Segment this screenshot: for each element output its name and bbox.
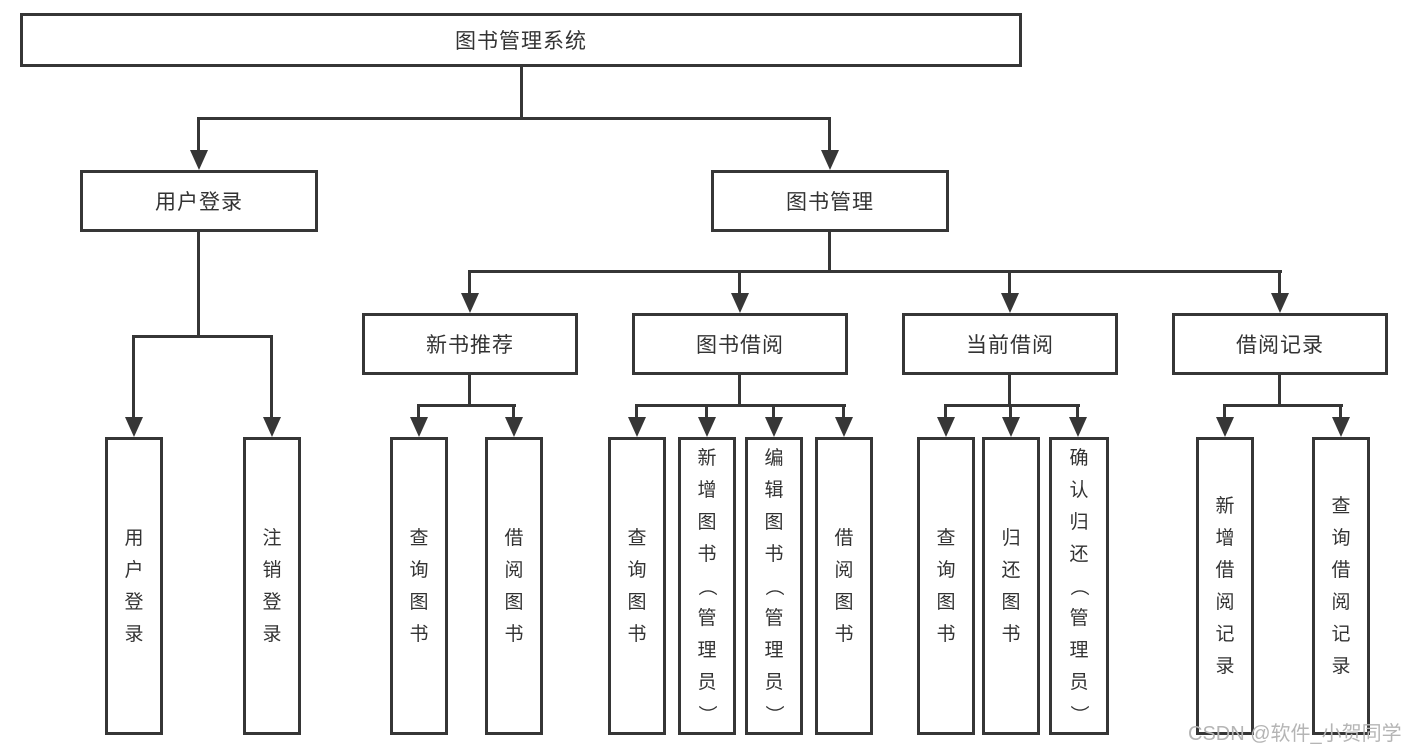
connector-line <box>132 335 273 338</box>
node-label: 用户登录 <box>124 527 144 645</box>
connector-line <box>1076 404 1079 419</box>
connector-line <box>417 404 516 407</box>
node-root: 图书管理系统 <box>20 13 1022 67</box>
connector-line <box>520 67 523 120</box>
connector-line <box>1278 375 1281 407</box>
node-leaf-logout: 注销登录 <box>243 437 301 735</box>
arrowhead-down-icon <box>1069 417 1087 437</box>
node-leaf-add-books-admin: 新增图书（管理员） <box>678 437 736 735</box>
connector-line <box>132 335 135 419</box>
arrowhead-down-icon <box>505 417 523 437</box>
node-label: 归还图书 <box>1001 527 1021 645</box>
node-book-borrowing: 图书借阅 <box>632 313 848 375</box>
arrowhead-down-icon <box>410 417 428 437</box>
arrowhead-down-icon <box>1332 417 1350 437</box>
connector-line <box>197 117 831 120</box>
node-leaf-query-books-current: 查询图书 <box>917 437 975 735</box>
node-leaf-return-books: 归还图书 <box>982 437 1040 735</box>
connector-line <box>1008 270 1011 295</box>
arrowhead-down-icon <box>937 417 955 437</box>
node-label: 新书推荐 <box>426 334 514 357</box>
arrowhead-down-icon <box>628 417 646 437</box>
node-book-management: 图书管理 <box>711 170 949 232</box>
connector-line <box>270 335 273 419</box>
node-label: 借阅记录 <box>1236 334 1324 357</box>
arrowhead-down-icon <box>263 417 281 437</box>
connector-line <box>828 117 831 152</box>
node-leaf-edit-books-admin: 编辑图书（管理员） <box>745 437 803 735</box>
connector-line <box>417 404 420 419</box>
connector-line <box>944 404 1080 407</box>
node-current-borrowing: 当前借阅 <box>902 313 1118 375</box>
connector-line <box>468 375 471 407</box>
node-leaf-query-borrow-record: 查询借阅记录 <box>1312 437 1370 735</box>
arrowhead-down-icon <box>1216 417 1234 437</box>
connector-line <box>738 270 741 295</box>
connector-line <box>1339 404 1342 419</box>
connector-line <box>635 404 846 407</box>
arrowhead-down-icon <box>835 417 853 437</box>
arrowhead-down-icon <box>190 150 208 170</box>
node-label: 查询图书 <box>627 527 647 645</box>
connector-line <box>635 404 638 419</box>
connector-line <box>944 404 947 419</box>
arrowhead-down-icon <box>765 417 783 437</box>
node-label: 注销登录 <box>262 527 282 645</box>
arrowhead-down-icon <box>821 150 839 170</box>
node-label: 借阅图书 <box>504 527 524 645</box>
connector-line <box>842 404 845 419</box>
connector-line <box>1009 404 1012 419</box>
connector-line <box>468 270 1282 273</box>
node-label: 查询图书 <box>409 527 429 645</box>
arrowhead-down-icon <box>1271 293 1289 313</box>
arrowhead-down-icon <box>461 293 479 313</box>
arrowhead-down-icon <box>698 417 716 437</box>
csdn-watermark: CSDN @软件_小贺同学 <box>1188 723 1402 745</box>
node-leaf-borrow-books-recommend: 借阅图书 <box>485 437 543 735</box>
node-label: 查询借阅记录 <box>1331 495 1351 677</box>
node-label: 图书借阅 <box>696 334 784 357</box>
node-user-login: 用户登录 <box>80 170 318 232</box>
node-label: 图书管理系统 <box>455 30 587 53</box>
node-leaf-query-books-borrow: 查询图书 <box>608 437 666 735</box>
node-label: 新增借阅记录 <box>1215 495 1235 677</box>
connector-line <box>705 404 708 419</box>
connector-line <box>197 232 200 338</box>
node-label: 用户登录 <box>155 191 243 214</box>
connector-line <box>468 270 471 295</box>
node-leaf-query-books-recommend: 查询图书 <box>390 437 448 735</box>
node-leaf-add-borrow-record: 新增借阅记录 <box>1196 437 1254 735</box>
node-leaf-confirm-return-admin: 确认归还（管理员） <box>1049 437 1109 735</box>
arrowhead-down-icon <box>1001 293 1019 313</box>
connector-line <box>1008 375 1011 407</box>
connector-line <box>1223 404 1343 407</box>
connector-line <box>1223 404 1226 419</box>
node-label: 查询图书 <box>936 527 956 645</box>
connector-line <box>197 117 200 152</box>
connector-line <box>512 404 515 419</box>
connector-line <box>828 232 831 273</box>
node-new-book-recommendation: 新书推荐 <box>362 313 578 375</box>
connector-line <box>1278 270 1281 295</box>
arrowhead-down-icon <box>125 417 143 437</box>
node-label: 借阅图书 <box>834 527 854 645</box>
node-label: 确认归还（管理员） <box>1068 447 1090 724</box>
node-leaf-user-login: 用户登录 <box>105 437 163 735</box>
node-label: 新增图书（管理员） <box>696 447 718 724</box>
node-leaf-borrow-books-borrow: 借阅图书 <box>815 437 873 735</box>
arrowhead-down-icon <box>731 293 749 313</box>
node-borrowing-records: 借阅记录 <box>1172 313 1388 375</box>
connector-line <box>738 375 741 407</box>
connector-line <box>772 404 775 419</box>
node-label: 当前借阅 <box>966 334 1054 357</box>
node-label: 图书管理 <box>786 191 874 214</box>
node-label: 编辑图书（管理员） <box>763 447 785 724</box>
arrowhead-down-icon <box>1002 417 1020 437</box>
